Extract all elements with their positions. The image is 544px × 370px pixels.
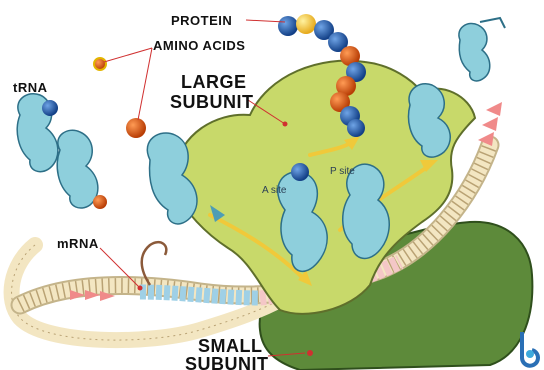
large-subunit-label-line2: SUBUNIT (170, 92, 254, 112)
p-site-label: P site (330, 166, 355, 177)
mrna-label: mRNA (57, 236, 99, 251)
free-trna-lower (57, 130, 107, 209)
amino-acid-trna-lower (93, 195, 107, 209)
a-site-label: A site (262, 185, 286, 196)
amino-acid-free-small (94, 58, 106, 70)
site-logo-icon (522, 332, 538, 366)
amino-acids-label: AMINO ACIDS (153, 38, 245, 53)
small-subunit-label-line1: SMALL (198, 336, 263, 356)
large-subunit-label-line1: LARGE (181, 72, 247, 92)
protein-label: PROTEIN (171, 13, 232, 28)
trna-top-right (459, 18, 505, 81)
amino-acid-trna-upper (42, 100, 58, 116)
small-subunit-label-line2: SUBUNIT (185, 354, 269, 370)
free-trna-upper (17, 94, 58, 172)
amino-acid-a-site (291, 163, 309, 181)
trna-label: tRNA (13, 80, 48, 95)
amino-acid-free-large (126, 118, 146, 138)
